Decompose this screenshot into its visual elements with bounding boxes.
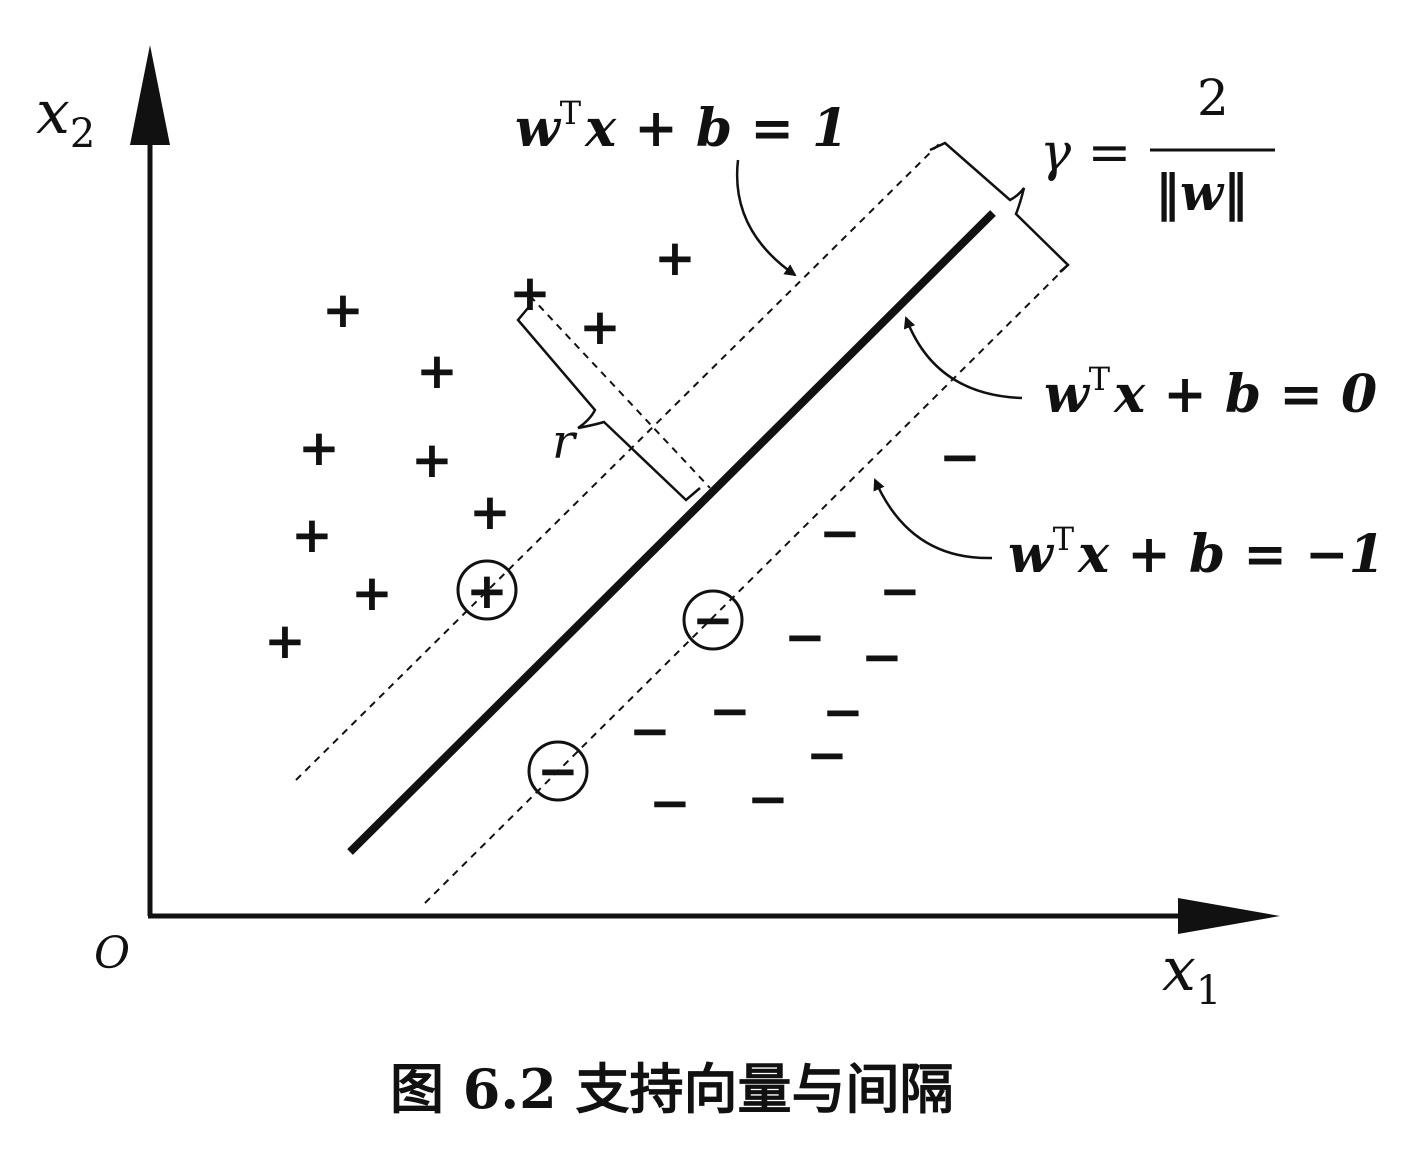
minus-sample: − [939, 428, 981, 486]
gamma-brace [929, 141, 1070, 273]
minus-sample: − [747, 770, 789, 828]
x-axis-label: x1 [1162, 935, 1221, 1014]
svg-text:−: − [537, 742, 579, 800]
upper-label-arrow [735, 159, 797, 277]
positive-samples: + + + + + + + + + + + [264, 229, 696, 670]
plus-sample: + [291, 506, 333, 564]
figure-caption: 图 6.2 支持向量与间隔 [390, 1057, 954, 1121]
origin-label: O [94, 928, 130, 979]
label-lower-plane: wTx + b = −1 [873, 478, 1385, 585]
y-axis-arrowhead [130, 45, 170, 145]
svg-text:wTx + b = −1: wTx + b = −1 [1008, 520, 1385, 585]
plus-sample: + [579, 298, 621, 356]
r-label: r [552, 414, 578, 470]
support-vectors: + − − [456, 559, 744, 802]
plus-sample: + [298, 419, 340, 477]
plus-sample: + [416, 342, 458, 400]
minus-sample: − [879, 562, 921, 620]
minus-sample: − [819, 504, 861, 562]
negative-support-vector: − [527, 740, 589, 802]
label-middle-plane: wTx + b = 0 [903, 316, 1377, 425]
gamma-formula: γ = 2 ‖w‖ [1040, 69, 1275, 223]
lower-margin-line [424, 267, 1066, 904]
minus-sample: − [822, 683, 864, 741]
x-axis-arrowhead [1178, 898, 1280, 934]
minus-sample: − [709, 682, 751, 740]
svg-text:‖w‖: ‖w‖ [1155, 163, 1248, 223]
svg-text:wTx + b = 1: wTx + b = 1 [515, 94, 848, 159]
positive-support-vector: + [456, 559, 518, 621]
axes [130, 45, 1280, 934]
decision-boundary [347, 210, 996, 855]
r-brace [516, 307, 701, 502]
plus-sample: + [322, 281, 364, 339]
distance-dashed-line [529, 295, 711, 489]
y-axis-label: x2 [36, 78, 95, 157]
minus-sample: − [649, 774, 691, 832]
plus-sample: + [411, 431, 453, 489]
plus-sample: + [469, 483, 511, 541]
middle-label-arrow [903, 316, 1023, 400]
minus-sample: − [861, 628, 903, 686]
minus-sample: − [784, 608, 826, 666]
minus-sample: − [806, 726, 848, 784]
lower-label-arrow [873, 478, 993, 560]
svg-text:wTx + b = 0: wTx + b = 0 [1044, 360, 1377, 425]
negative-support-vector: − [682, 589, 744, 651]
plus-sample: + [654, 229, 696, 287]
minus-sample: − [629, 702, 671, 760]
plus-sample: + [509, 264, 551, 322]
plus-sample: + [264, 612, 306, 670]
svg-text:−: − [692, 591, 734, 649]
svg-text:+: + [466, 562, 508, 620]
plus-sample: + [351, 564, 393, 622]
svg-text:2: 2 [1197, 69, 1229, 127]
label-upper-plane: wTx + b = 1 [515, 94, 848, 277]
upper-margin-line [295, 142, 941, 781]
svg-text:γ =: γ = [1040, 123, 1131, 183]
negative-samples: − − − − − − − − − − − [629, 428, 981, 832]
